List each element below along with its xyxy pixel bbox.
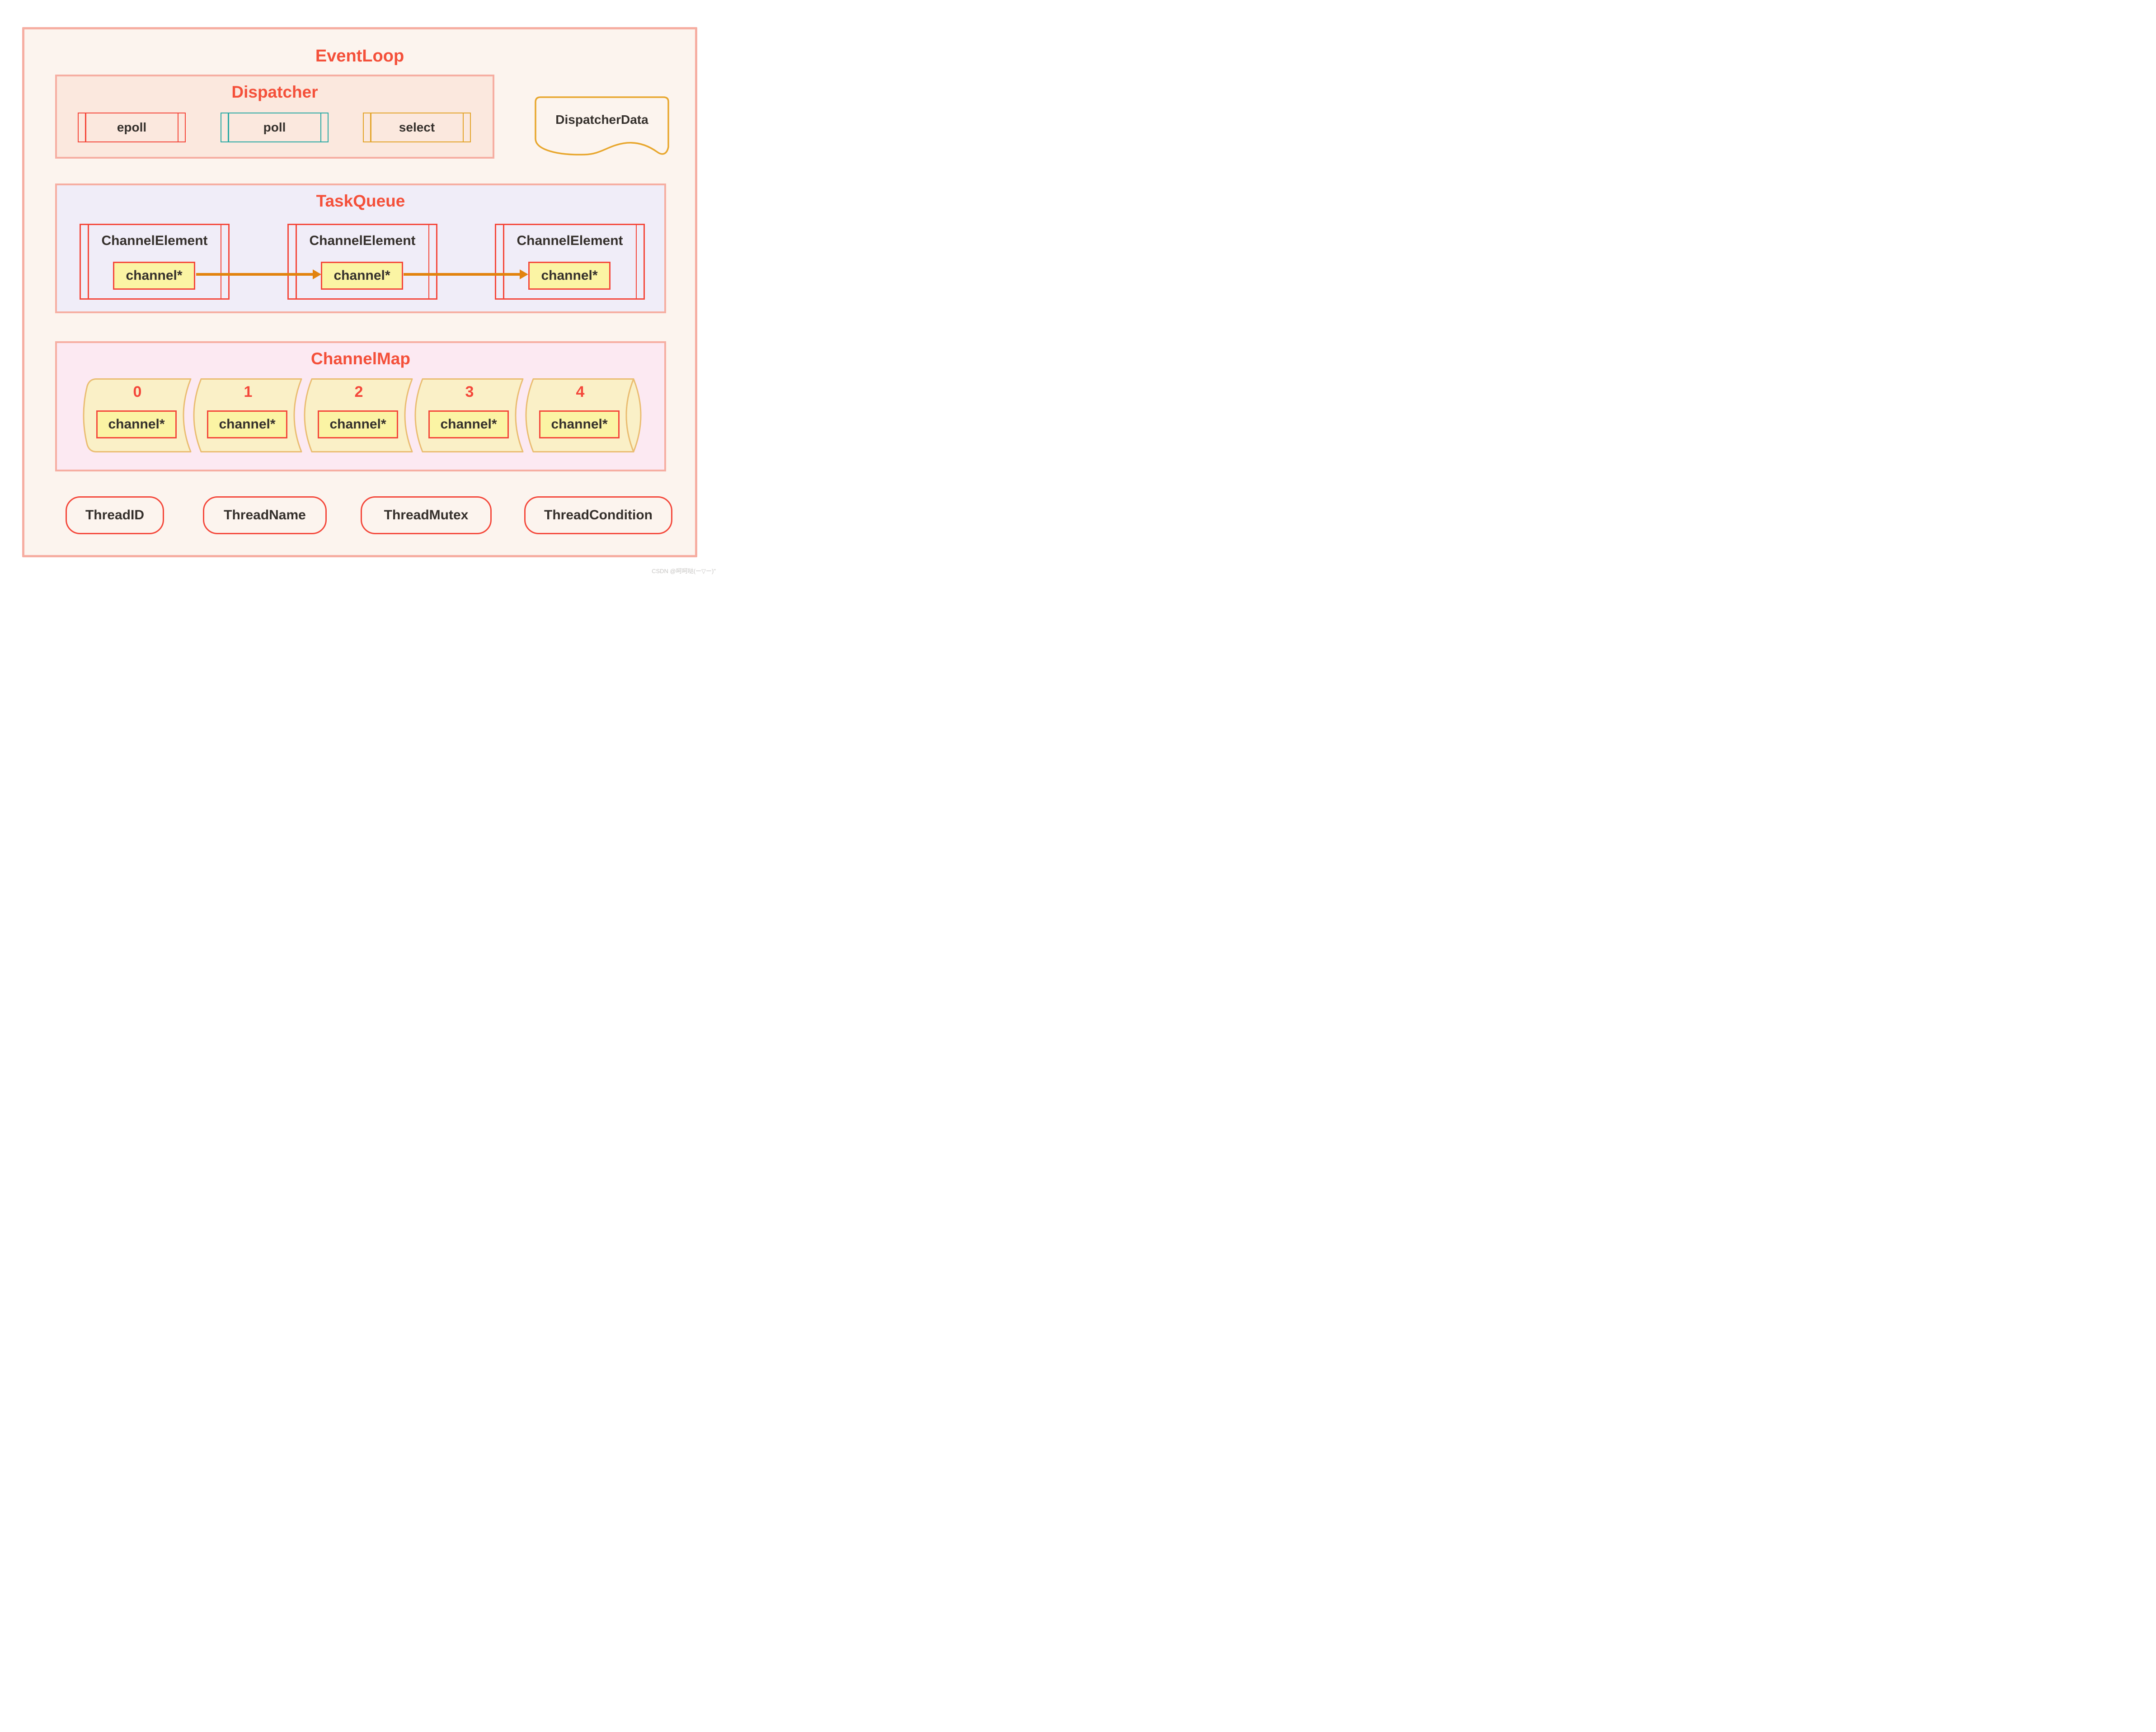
channel-element-box: ChannelElement channel* [495, 224, 645, 300]
channel-pointer-cell: channel* [113, 262, 195, 290]
channel-element-title: ChannelElement [101, 233, 208, 248]
thread-pill-label: ThreadID [85, 508, 145, 522]
taskqueue-section: TaskQueue ChannelElement channel* Channe… [55, 184, 666, 313]
slot-index: 4 [576, 383, 585, 400]
channel-element-title: ChannelElement [517, 233, 623, 248]
channelmap-slot: 0 channel* [83, 378, 192, 453]
channel-pointer-cell: channel* [321, 262, 403, 290]
eventloop-title: EventLoop [315, 47, 404, 66]
slot-index: 3 [465, 383, 474, 400]
thread-pill-threadname: ThreadName [203, 496, 327, 534]
thread-pill-label: ThreadName [224, 508, 306, 522]
arrow-head-icon [520, 269, 528, 279]
dispatch-method-poll: poll [221, 113, 329, 142]
thread-pill-label: ThreadMutex [384, 508, 469, 522]
dispatch-method-epoll: epoll [78, 113, 186, 142]
dispatcher-data-document: DispatcherData [534, 96, 670, 157]
channel-element-box: ChannelElement channel* [287, 224, 437, 300]
thread-pill-threadid: ThreadID [66, 496, 164, 534]
thread-pill-threadcondition: ThreadCondition [524, 496, 672, 534]
dispatcher-title: Dispatcher [231, 83, 318, 101]
channel-pointer-cell: channel* [207, 410, 287, 438]
arrow-shaft [196, 273, 313, 276]
dispatcher-data-label: DispatcherData [555, 113, 648, 127]
watermark: CSDN @呵呵哒(ー▽ー)" [652, 568, 716, 574]
dispatch-method-poll-label: poll [263, 120, 286, 134]
diagram-canvas: EventLoop Dispatcher epoll poll select D… [0, 0, 719, 577]
channel-pointer-cell: channel* [428, 410, 509, 438]
arrow-shaft [404, 273, 520, 276]
channel-pointer-cell: channel* [539, 410, 620, 438]
taskqueue-title: TaskQueue [316, 192, 405, 210]
dispatch-method-epoll-label: epoll [117, 120, 147, 134]
slot-index: 1 [244, 383, 253, 400]
channelmap-slot: 1 channel* [193, 378, 302, 453]
arrow-head-icon [313, 269, 321, 279]
slot-index: 2 [354, 383, 363, 400]
channelmap-title: ChannelMap [311, 349, 410, 368]
channelmap-slot: 2 channel* [304, 378, 413, 453]
document-shape-icon [535, 96, 669, 155]
dispatcher-section: Dispatcher epoll poll select [55, 75, 494, 159]
channel-pointer-cell: channel* [96, 410, 177, 438]
channel-pointer-cell: channel* [318, 410, 398, 438]
eventloop-container: EventLoop Dispatcher epoll poll select D… [22, 27, 697, 557]
thread-pill-label: ThreadCondition [544, 508, 653, 522]
dispatch-method-select-label: select [399, 120, 435, 134]
channel-element-title: ChannelElement [309, 233, 416, 248]
dispatch-method-select: select [363, 113, 471, 142]
channelmap-slot: 4 channel* [525, 378, 642, 453]
channelmap-slot: 3 channel* [414, 378, 524, 453]
thread-pill-threadmutex: ThreadMutex [361, 496, 492, 534]
channelmap-section: ChannelMap 0 channel* 1 channel* 2 [55, 341, 666, 471]
slot-index: 0 [133, 383, 142, 400]
channel-pointer-cell: channel* [528, 262, 611, 290]
channel-element-box: ChannelElement channel* [80, 224, 230, 300]
